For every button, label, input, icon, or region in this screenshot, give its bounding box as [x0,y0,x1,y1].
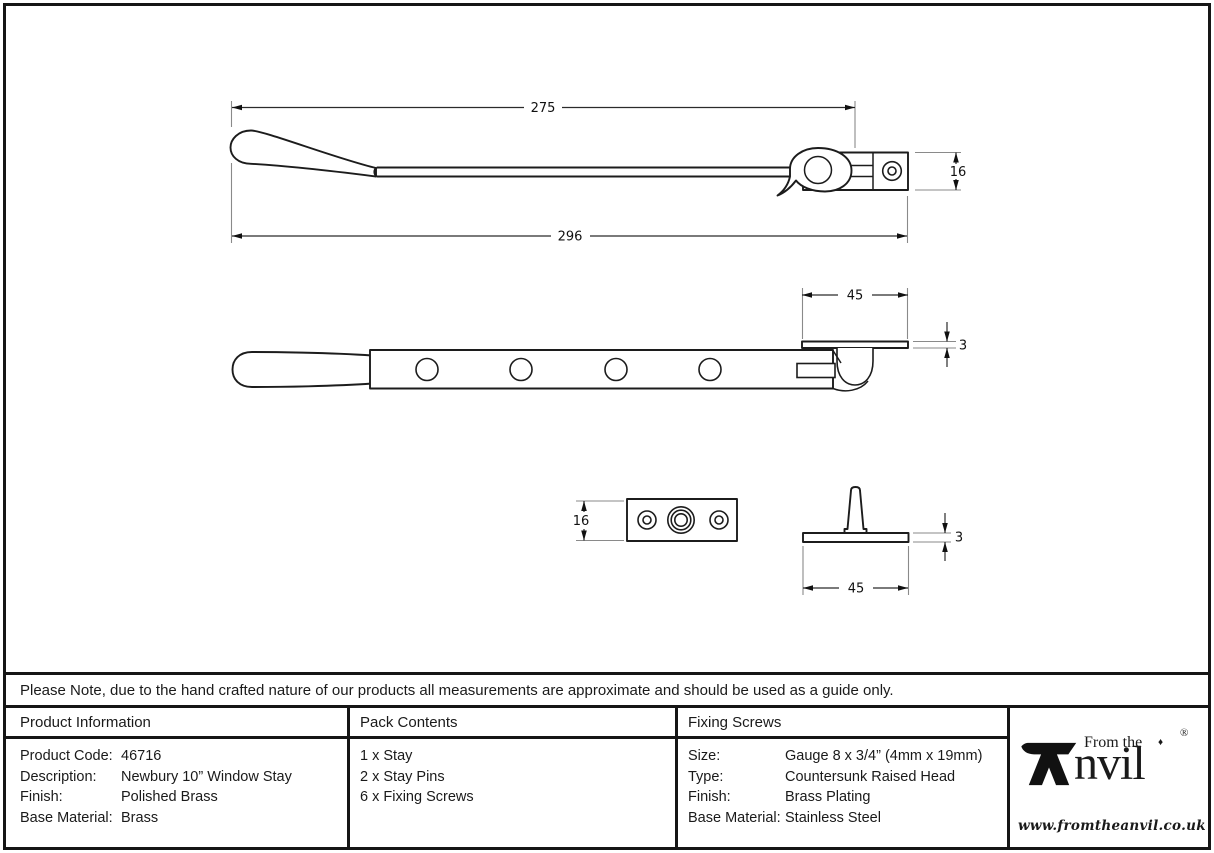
field-label: Description: [20,768,97,785]
spec-table: Please Note, due to the hand crafted nat… [6,672,1208,847]
field-value: Countersunk Raised Head [785,768,956,785]
field-value: Brass Plating [785,789,871,806]
arrowhead [232,104,242,111]
arrowhead [845,104,855,111]
field-label: Type: [688,768,724,785]
arrowhead [802,292,812,298]
dim-16-label: 16 [950,165,967,180]
header-product-information: Product Information [6,708,347,739]
field-value: Gauge 8 x 3/4” (4mm x 19mm) [785,748,983,764]
pack-item: 2 x Stay Pins [360,768,445,785]
field-value: Newbury 10” Window Stay [121,768,292,785]
dim-45-label: 45 [847,289,864,304]
field-label: Base Material: [20,809,113,826]
fixing-screws-body: Size: Gauge 8 x 3/4” (4mm x 19mm) Type: … [675,739,1007,847]
stay-pin-view: 3 45 [802,486,963,597]
dim-275-label: 275 [531,101,556,116]
arrowhead [581,530,587,541]
arrowhead [942,542,948,552]
arrowhead [953,152,959,163]
brand-logo-cell: From the ♦ nvil ® www.fromtheanvil.co.uk [1007,708,1208,847]
note-text: Please Note, due to the hand crafted nat… [20,681,894,699]
extension-line-3 [913,340,956,349]
field-label: Base Material: [688,809,781,826]
arrowhead [232,233,242,239]
field-label: Size: [688,748,721,764]
stay-eye-inner [803,155,833,185]
header-pack-contents: Pack Contents [347,708,675,739]
dim-3-label: 3 [959,339,967,354]
field-value: Stainless Steel [785,809,881,826]
stay-handle-side [229,129,377,178]
arrowhead [944,348,950,358]
plan-view: 45 3 [231,288,967,392]
stay-eye-loop [776,147,853,197]
arrowhead [898,585,908,591]
stay-pin-base [802,532,910,543]
stay-pin-cone [843,486,868,534]
keep-plate-view: 16 [573,498,738,542]
stay-hole [698,357,722,382]
arrowhead [897,233,907,239]
stay-bar-plan [369,349,834,390]
arrowhead [898,292,908,298]
field-label: Finish: [20,789,63,806]
spec-grid: Product Information Pack Contents Fixing… [6,708,1208,847]
field-label: Product Code: [20,748,113,764]
arrowhead [953,180,959,190]
field-value: Polished Brass [121,789,218,806]
field-value: Brass [121,809,159,826]
arrowhead [803,585,813,591]
stay-hole [604,357,628,382]
logo-brand-text: nvil [1074,736,1146,790]
header-fixing-screws: Fixing Screws [675,708,1007,739]
technical-drawing: 275 296 16 45 [229,101,967,597]
field-label: Finish: [688,789,731,806]
dim-3b-label: 3 [955,531,963,546]
note-row: Please Note, due to the hand crafted nat… [6,675,1208,708]
extension-line-16 [915,151,961,191]
from-the-anvil-logo: From the ♦ nvil ® www.fromtheanvil.co.uk [1018,722,1206,834]
stay-hole [509,357,533,382]
stay-end-slot [796,362,836,379]
pack-item: 1 x Stay [360,748,413,764]
extension-line-45 [801,288,909,339]
dim-45b-label: 45 [848,582,865,597]
stay-arm-side [373,166,796,178]
arrowhead [944,331,950,342]
screw-hole-inner [887,166,897,176]
keep-plate-hole-inner [714,515,724,525]
eye-hook [836,348,874,386]
hook-join-line [832,350,842,364]
keep-plate-hole-inner [642,515,652,525]
hook-under-arc [832,380,869,392]
side-view: 275 296 16 [229,101,967,245]
logo-tagline: From the [1084,733,1143,751]
arrowhead [942,523,948,533]
diamond-icon: ♦ [1158,736,1164,748]
product-information-body: Product Code: 46716 Description: Newbury… [6,739,347,847]
keep-plate-center-inner [673,512,688,527]
arrowhead [581,501,587,511]
page-border [3,3,1211,850]
pack-contents-body: 1 x Stay 2 x Stay Pins 6 x Fixing Screws [347,739,675,847]
dim-296-label: 296 [558,230,583,245]
field-value: 46716 [121,748,162,764]
anvil-icon [1021,742,1077,785]
dim-16b-label: 16 [573,514,590,529]
stay-hole [415,357,439,382]
extension-line-45b [802,546,910,595]
stay-handle-plan [231,351,373,388]
logo-website: www.fromtheanvil.co.uk [1018,817,1206,834]
registered-trademark-icon: ® [1180,726,1189,739]
pack-item: 6 x Fixing Screws [360,789,474,806]
